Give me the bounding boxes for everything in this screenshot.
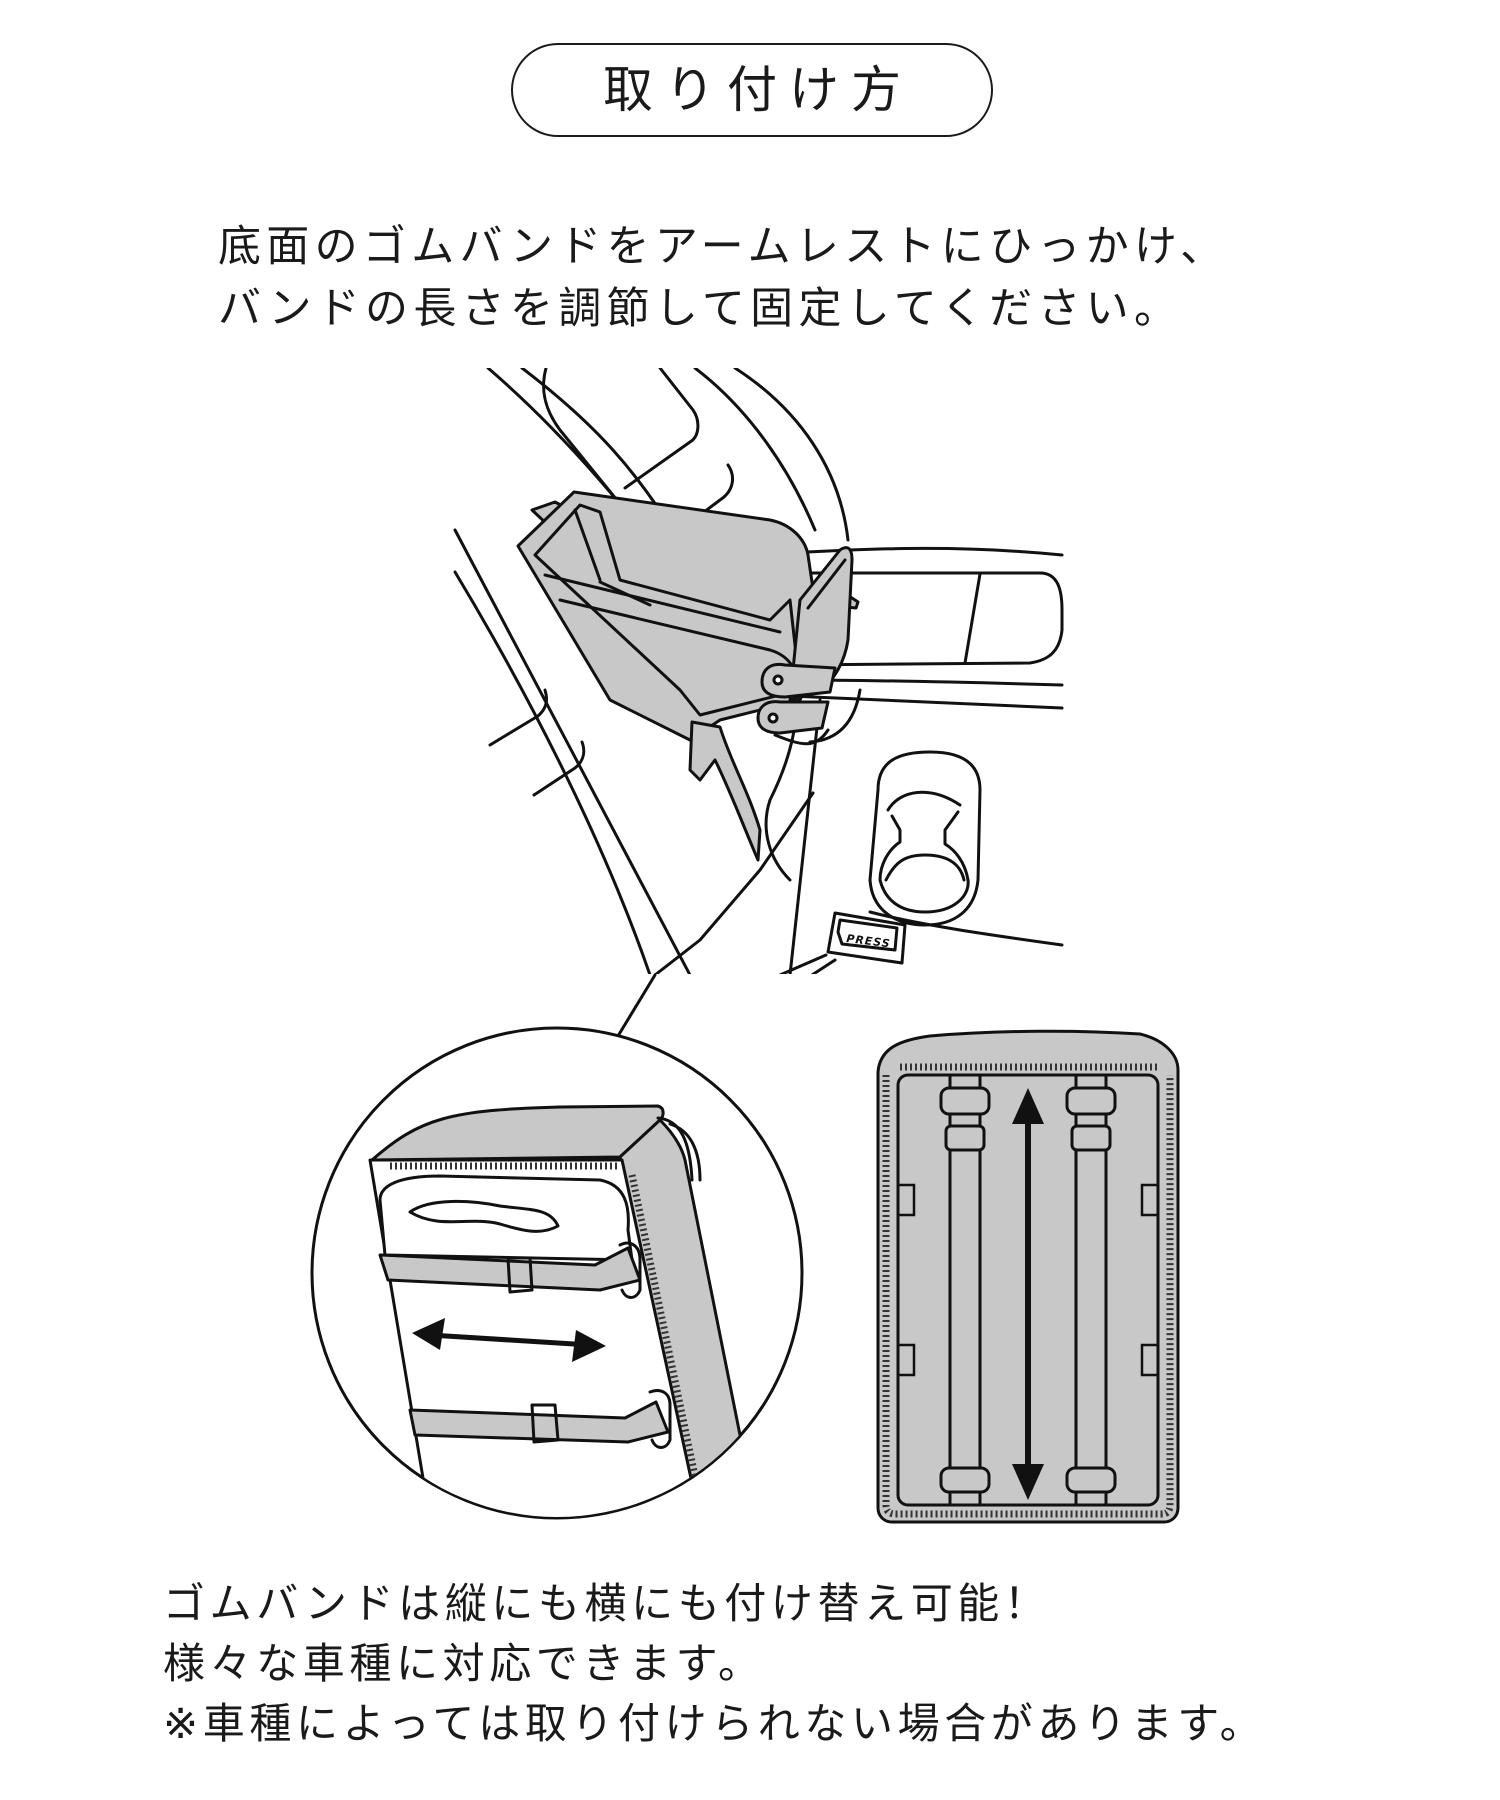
title-pill: 取り付け方	[511, 43, 993, 137]
connector-tab	[760, 662, 837, 699]
vertical-strap	[1065, 1073, 1117, 1507]
vertical-strap	[939, 1073, 991, 1507]
notes-text: ゴムバンドは縦にも横にも付け替え可能！ 様々な車種に対応できます。 ※車種によっ…	[163, 1574, 1266, 1754]
press-label: PRESS	[846, 932, 892, 950]
intro-line: 底面のゴムバンドをアームレストにひっかけ、	[218, 222, 1229, 272]
intro-text: 底面のゴムバンドをアームレストにひっかけ、 バンドの長さを調節して固定してくださ…	[218, 216, 1228, 340]
connector-tab	[756, 700, 830, 735]
note-line: ゴムバンドは縦にも横にも付け替え可能！	[163, 1579, 1051, 1628]
press-button: PRESS	[826, 911, 907, 965]
leader-line-tail	[616, 973, 657, 1038]
leader-line	[653, 791, 815, 974]
car-armrest-scene: PRESS	[453, 368, 1064, 974]
note-line: ※車種によっては取り付けられない場合があります。	[163, 1699, 1267, 1748]
intro-line: バンドの長さを調節して固定してください。	[218, 284, 1183, 334]
page-title: 取り付け方	[603, 61, 913, 119]
vertical-double-arrow	[1012, 1088, 1044, 1500]
bottom-view-panel	[876, 1029, 1180, 1524]
note-line: 様々な車種に対応できます。	[163, 1639, 765, 1688]
magnified-detail-circle	[310, 1026, 804, 1520]
